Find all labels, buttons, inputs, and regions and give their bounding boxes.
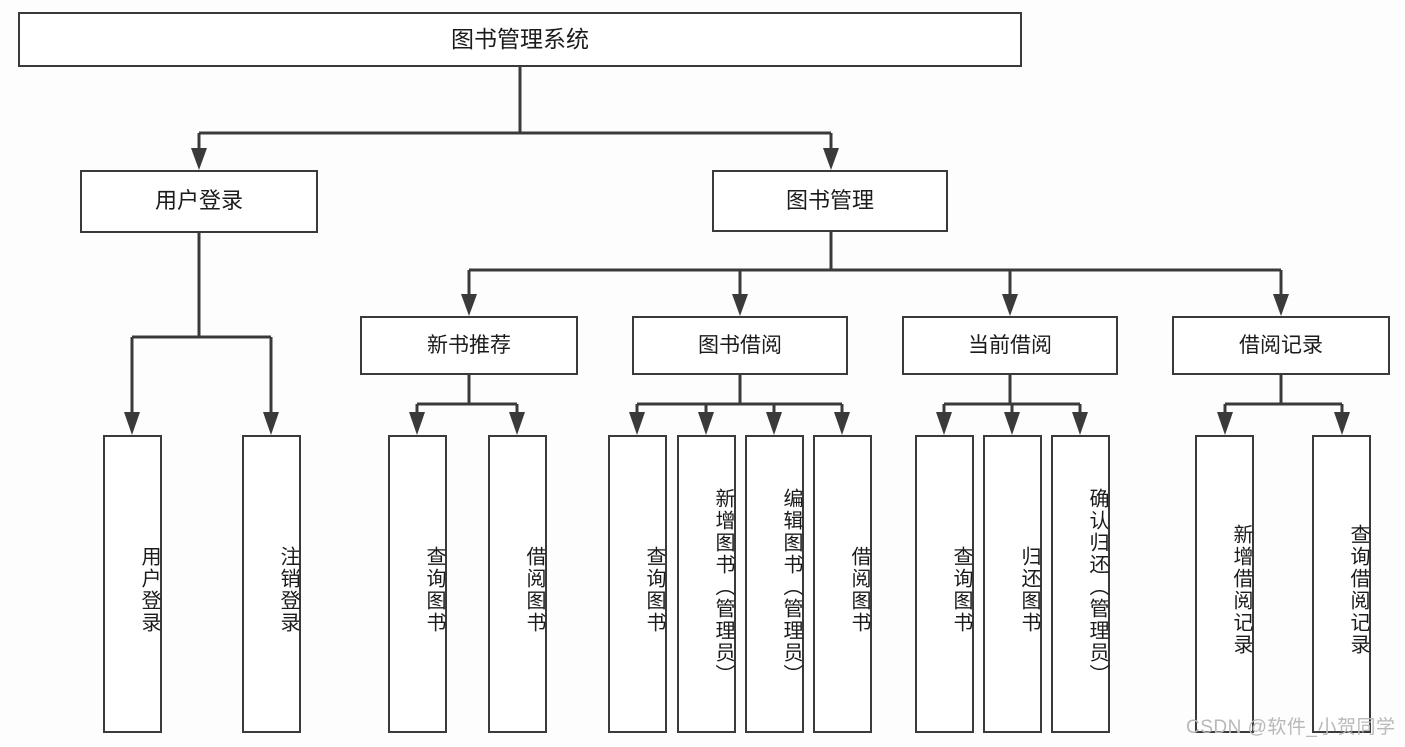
node-leaf-query-book-current[interactable]: 查询图书	[915, 435, 974, 733]
node-leaf-confirm-return[interactable]: 确认归还（管理员）	[1051, 435, 1110, 733]
node-leaf-user-login[interactable]: 用户登录	[103, 435, 162, 733]
node-leaf-query-book-recommend[interactable]: 查询图书	[388, 435, 447, 733]
node-leaf-query-borrow-record[interactable]: 查询借阅记录	[1312, 435, 1371, 733]
node-leaf-edit-book[interactable]: 编辑图书（管理员）	[745, 435, 804, 733]
node-current-borrow[interactable]: 当前借阅	[902, 316, 1118, 375]
node-leaf-user-logout[interactable]: 注销登录	[242, 435, 301, 733]
node-new-book-recommend[interactable]: 新书推荐	[360, 316, 578, 375]
node-leaf-borrow-book[interactable]: 借阅图书	[813, 435, 872, 733]
node-leaf-return-book[interactable]: 归还图书	[983, 435, 1042, 733]
node-leaf-query-book-borrow[interactable]: 查询图书	[608, 435, 667, 733]
node-borrow-record[interactable]: 借阅记录	[1172, 316, 1390, 375]
watermark-text: CSDN @软件_小贺同学	[1186, 717, 1396, 738]
node-leaf-add-book[interactable]: 新增图书（管理员）	[677, 435, 736, 733]
node-leaf-add-borrow-record[interactable]: 新增借阅记录	[1195, 435, 1254, 733]
node-user-login[interactable]: 用户登录	[80, 170, 318, 233]
node-root-system[interactable]: 图书管理系统	[18, 12, 1022, 67]
node-book-manage[interactable]: 图书管理	[712, 170, 948, 232]
node-book-borrow[interactable]: 图书借阅	[632, 316, 848, 375]
node-leaf-borrow-book-recommend[interactable]: 借阅图书	[488, 435, 547, 733]
